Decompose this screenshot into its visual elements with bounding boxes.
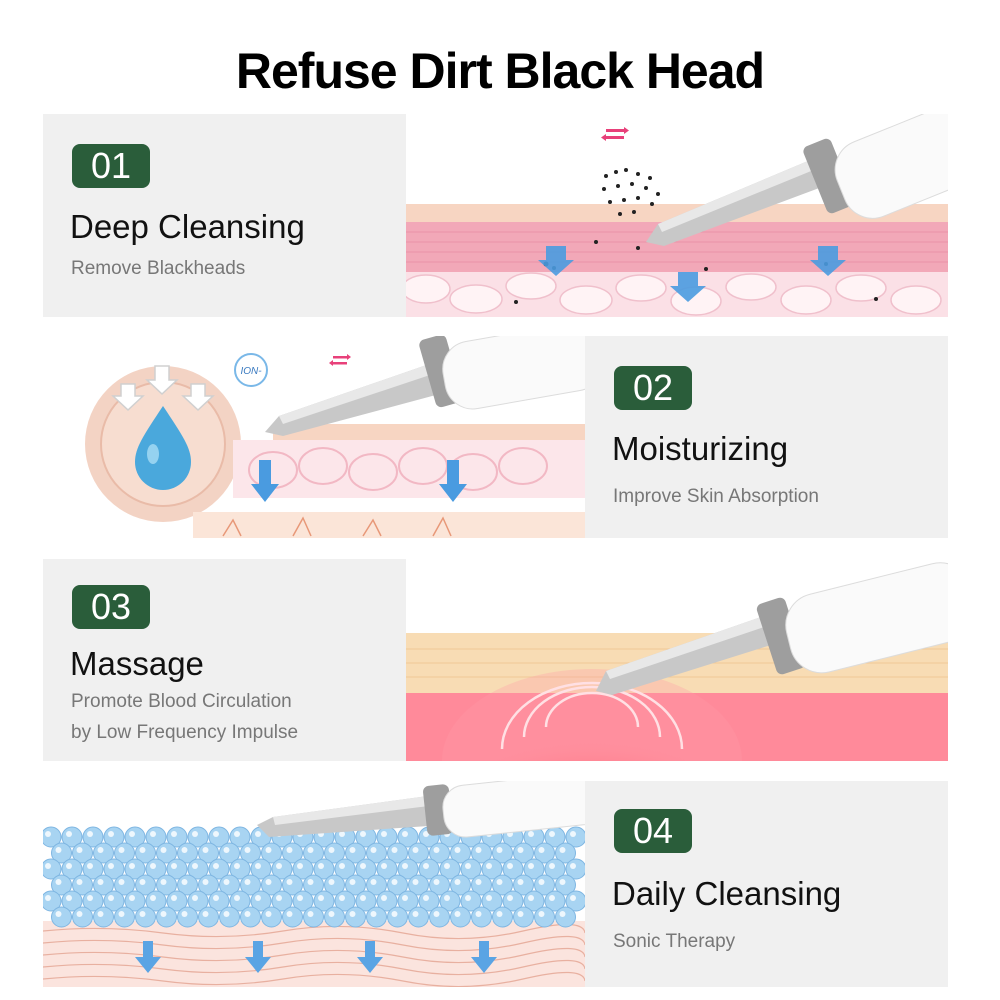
water-bubbles-icon [43,826,585,928]
skin-scrubber-icon [646,114,948,246]
deep-cleansing-illustration [406,114,948,317]
ion-bubble-icon: ION- [234,353,268,387]
feature-heading: Moisturizing [612,430,789,467]
feature-heading: Deep Cleansing [70,208,305,245]
feature-number-badge: 03 [72,585,150,629]
feature-heading: Daily Cleansing [612,875,842,912]
feature-panel-deep-cleansing: 01 Deep Cleansing Remove Blackheads [43,114,948,317]
feature-panel-moisturizing: ION- [43,336,948,538]
down-arrow-icon [538,246,846,302]
vibration-arrows-icon [329,354,351,366]
skin-scrubber-icon [265,336,585,436]
feature-number-badge: 01 [72,144,150,188]
down-arrow-icon [135,941,497,973]
vibration-arrows-icon [601,127,629,141]
page-title: Refuse Dirt Black Head [235,43,765,99]
feature-description: Remove Blackheads [71,258,246,279]
massage-illustration [406,559,948,761]
skin-scrubber-icon [596,562,948,695]
heat-waves-icon [442,669,742,761]
feature-description-line-2: by Low Frequency Impulse [71,722,299,743]
feature-heading: Massage [70,645,204,682]
feature-description-line-1: Promote Blood Circulation [71,691,292,712]
water-drop-icon [135,406,191,490]
feature-panel-massage: 03 Massage Promote Blood Circulation by … [43,559,948,761]
moisturizing-illustration: ION- [43,336,585,538]
feature-number-badge: 04 [614,809,692,853]
feature-description: Sonic Therapy [613,931,736,952]
ion-label: ION- [240,366,262,377]
feature-description: Improve Skin Absorption [613,486,819,507]
feature-number-badge: 02 [614,366,692,410]
skin-scrubber-icon [257,781,585,838]
feature-panel-daily-cleansing: 04 Daily Cleansing Sonic Therapy [43,781,948,987]
down-arrow-icon [251,460,467,502]
daily-cleansing-illustration [43,781,585,987]
